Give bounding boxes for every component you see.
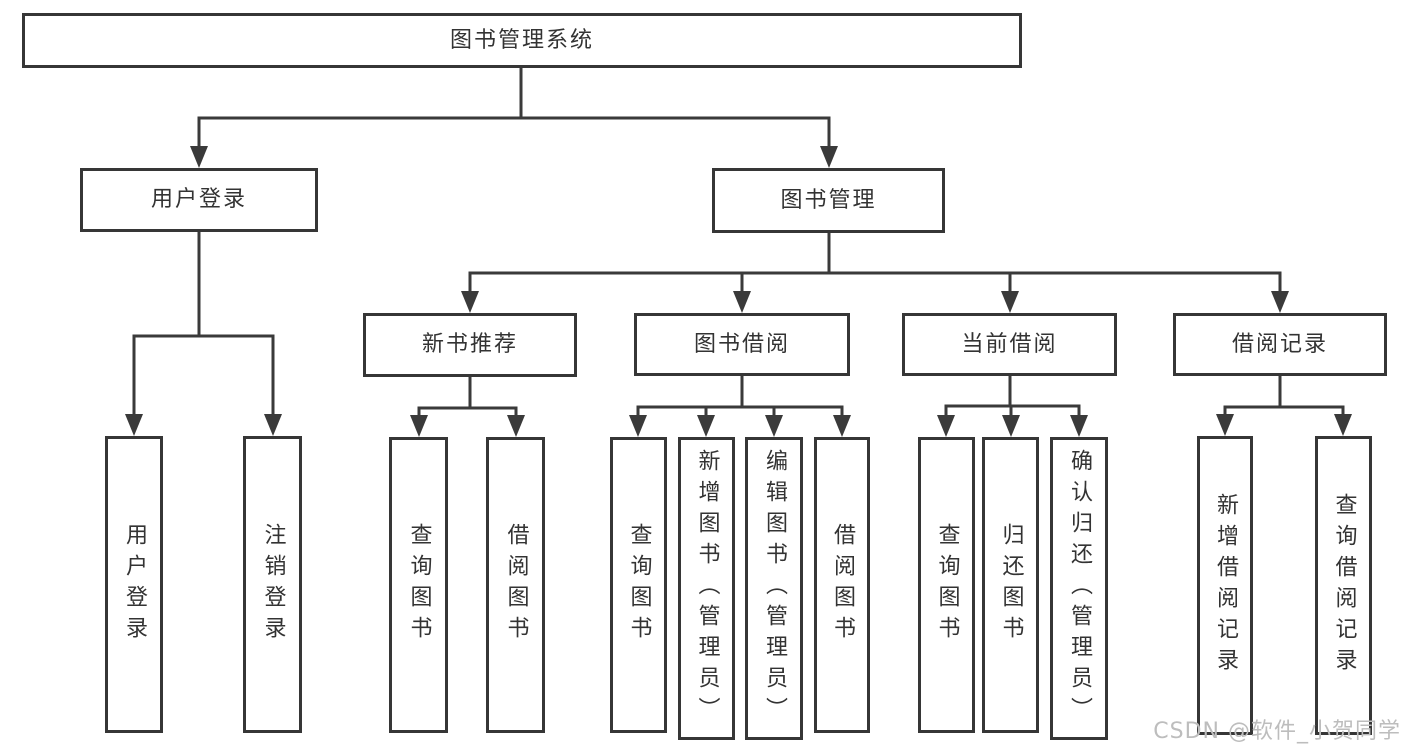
arrowhead-icon: [1070, 415, 1088, 437]
node-leaf-query-books-2: 查询图书: [610, 437, 667, 733]
arrowhead-icon: [1002, 415, 1020, 437]
arrowhead-icon: [1216, 414, 1234, 436]
node-book-borrowing: 图书借阅: [634, 313, 850, 376]
node-leaf-add-borrow-record: 新增借阅记录: [1197, 436, 1253, 735]
arrowhead-icon: [461, 291, 479, 313]
node-leaf-edit-books-admin: 编辑图书（管理员）: [745, 437, 803, 740]
arrowhead-icon: [937, 415, 955, 437]
arrowhead-icon: [1334, 414, 1352, 436]
arrowhead-icon: [507, 415, 525, 437]
arrowhead-icon: [697, 415, 715, 437]
arrowhead-icon: [833, 415, 851, 437]
arrowhead-icon: [125, 414, 143, 436]
node-leaf-return-books: 归还图书: [982, 437, 1039, 733]
node-leaf-query-books-1: 查询图书: [389, 437, 448, 733]
node-user-login: 用户登录: [80, 168, 318, 232]
node-leaf-borrow-books-2: 借阅图书: [814, 437, 870, 733]
arrowhead-icon: [733, 291, 751, 313]
arrowhead-icon: [1271, 291, 1289, 313]
node-root-system: 图书管理系统: [22, 13, 1022, 68]
arrowhead-icon: [629, 415, 647, 437]
node-current-borrowing: 当前借阅: [902, 313, 1117, 376]
node-new-book-recommend: 新书推荐: [363, 313, 577, 377]
arrowhead-icon: [190, 146, 208, 168]
arrowhead-icon: [1001, 291, 1019, 313]
arrowhead-icon: [765, 415, 783, 437]
node-borrowing-records: 借阅记录: [1173, 313, 1387, 376]
csdn-watermark: CSDN @软件_小贺同学: [1153, 719, 1401, 744]
node-leaf-query-books-3: 查询图书: [918, 437, 975, 733]
node-leaf-logout: 注销登录: [243, 436, 302, 733]
node-leaf-confirm-return: 确认归还（管理员）: [1050, 437, 1108, 740]
node-book-management: 图书管理: [712, 168, 945, 233]
node-leaf-user-login: 用户登录: [105, 436, 163, 733]
arrowhead-icon: [410, 415, 428, 437]
node-leaf-add-books-admin: 新增图书（管理员）: [678, 437, 735, 740]
arrowhead-icon: [264, 414, 282, 436]
arrowhead-icon: [820, 146, 838, 168]
node-leaf-query-borrow-record: 查询借阅记录: [1315, 436, 1372, 735]
node-leaf-borrow-books-1: 借阅图书: [486, 437, 545, 733]
